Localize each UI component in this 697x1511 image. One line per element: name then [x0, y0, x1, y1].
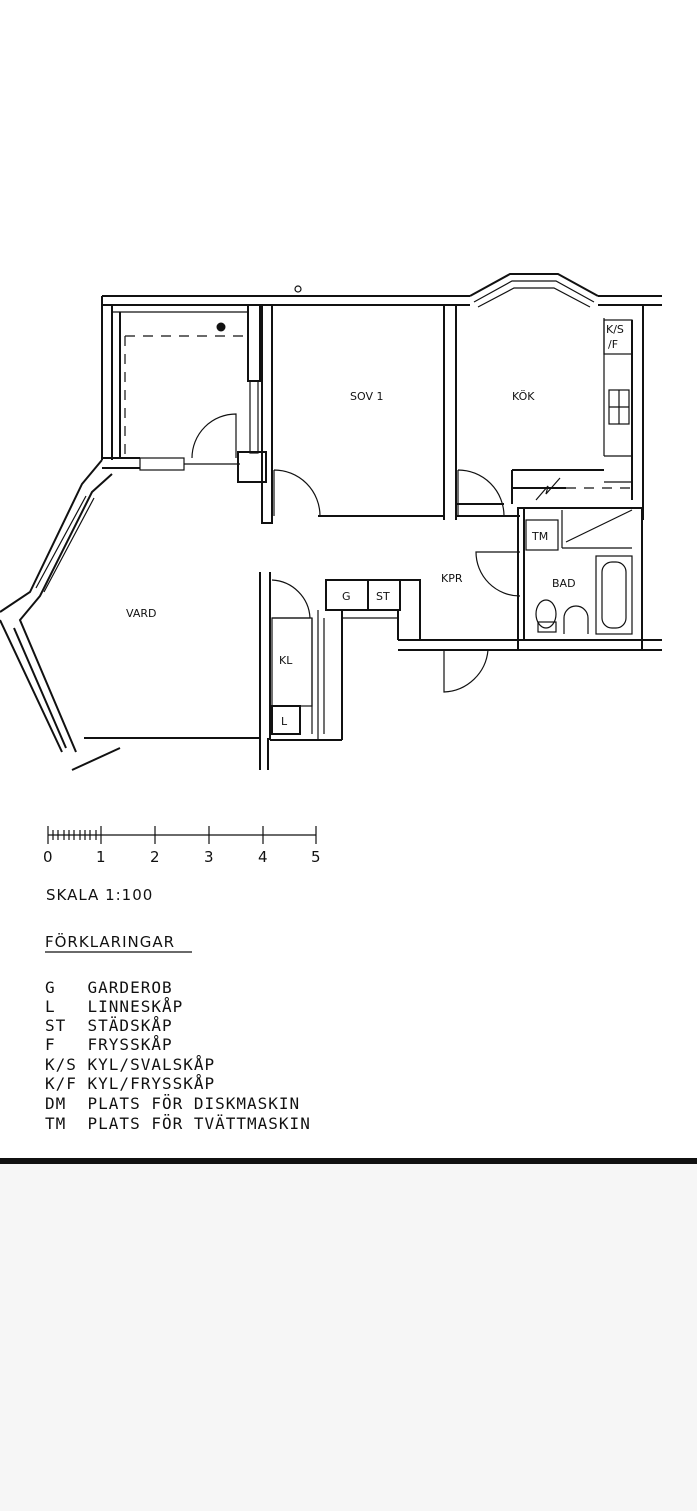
- legend-item: TM PLATS FÖR TVÄTTMASKIN: [45, 1114, 311, 1133]
- outer-wall-left-upper: [101, 296, 121, 460]
- scale-tick-2: 2: [150, 848, 160, 866]
- ceiling-point: [216, 322, 226, 332]
- bay-window: [469, 273, 599, 297]
- fixture-label-st: ST: [376, 590, 390, 603]
- outer-wall-top-right: [598, 295, 662, 306]
- door-closet: [271, 579, 311, 619]
- floor-plan: [0, 273, 662, 771]
- hall-entry-door: [443, 649, 489, 693]
- small-marker: [294, 285, 302, 293]
- cabinet-side: [326, 579, 421, 740]
- linen-l: [271, 705, 301, 735]
- toilet-tank: [537, 621, 557, 633]
- door-kitchen: [457, 469, 505, 517]
- closet-kl-walls: [259, 572, 342, 770]
- column-pillar: [237, 451, 267, 483]
- scale-tick-4: 4: [258, 848, 268, 866]
- kitchen-bottom-wall: [456, 503, 520, 517]
- scale-bar: 0 1 2 3 4 5 SKALA 1:100: [43, 826, 321, 904]
- legend: FÖRKLARINGAR G GARDEROB L LINNESKÅP ST S…: [45, 932, 311, 1133]
- closet-shelf: [311, 618, 325, 734]
- legend-item: DM PLATS FÖR DISKMASKIN: [45, 1094, 300, 1113]
- fixture-label-ks-bottom: /F: [608, 338, 618, 351]
- room-label-kl: KL: [279, 654, 293, 667]
- kitchen-dm-zigzag: [535, 477, 561, 501]
- wall-entry-sov-window: [249, 380, 259, 454]
- window-entry-bottom: [139, 457, 185, 471]
- legend-item: F FRYSSKÅP: [45, 1035, 173, 1054]
- door-sov: [273, 469, 321, 517]
- scale-title: SKALA 1:100: [46, 886, 153, 904]
- fixture-label-tm: TM: [531, 530, 548, 543]
- living-bay-lower: [0, 619, 67, 753]
- cabinet-st: [367, 579, 401, 611]
- hall-bottom-wall: [398, 600, 662, 651]
- fixture-label-l: L: [281, 715, 288, 728]
- wall-sov-left: [261, 304, 273, 524]
- living-bottom-wall: [71, 737, 260, 771]
- scale-tick-0: 0: [43, 848, 53, 866]
- legend-item: G GARDEROB: [45, 978, 173, 997]
- legend-item: ST STÄDSKÅP: [45, 1016, 173, 1035]
- scale-tick-1: 1: [96, 848, 106, 866]
- fixture-label-ks-top: K/S: [606, 323, 624, 336]
- wall-entry-sov: [247, 304, 261, 382]
- legend-item: K/F KYL/FRYSSKÅP: [45, 1074, 215, 1093]
- bay-window-inner: [473, 280, 595, 308]
- legend-item: L LINNESKÅP: [45, 997, 183, 1016]
- scale-ticks-major: [47, 826, 317, 844]
- door-entry: [191, 413, 237, 459]
- fixture-label-g: G: [342, 590, 351, 603]
- door-bath: [475, 551, 521, 597]
- footer-area: [0, 1164, 697, 1511]
- scale-ticks-minor: [52, 830, 97, 840]
- living-bay-window: [35, 495, 95, 593]
- wall-entry-bottom: [102, 457, 140, 469]
- cabinet-area-lines: [317, 610, 398, 740]
- scale-tick-5: 5: [311, 848, 321, 866]
- tm-box: [525, 519, 559, 551]
- kitchen-right-wall: [631, 305, 644, 520]
- room-label-sov1: SOV 1: [350, 390, 383, 403]
- scale-tick-3: 3: [204, 848, 214, 866]
- ks-cabinet: [603, 319, 633, 355]
- kitchen-bottom-counter: [511, 469, 604, 504]
- footer-divider: [0, 1158, 697, 1164]
- toilet: [535, 599, 557, 629]
- room-label-kok: KÖK: [512, 390, 535, 403]
- outer-wall-top: [102, 295, 470, 306]
- bathtub-inner: [601, 561, 627, 629]
- sink: [563, 605, 589, 634]
- legend-item: K/S KYL/SVALSKÅP: [45, 1055, 215, 1074]
- room-label-vard: VARD: [126, 607, 156, 620]
- living-bay-wall: [0, 459, 113, 753]
- room-label-bad: BAD: [552, 577, 576, 590]
- stove-grid: [609, 390, 629, 424]
- legend-title: FÖRKLARINGAR: [45, 932, 175, 951]
- tm-diagonal-wall: [561, 509, 633, 549]
- room-label-kpr: KPR: [441, 572, 463, 585]
- sov-right-wall: [443, 305, 457, 520]
- bathtub: [595, 555, 633, 635]
